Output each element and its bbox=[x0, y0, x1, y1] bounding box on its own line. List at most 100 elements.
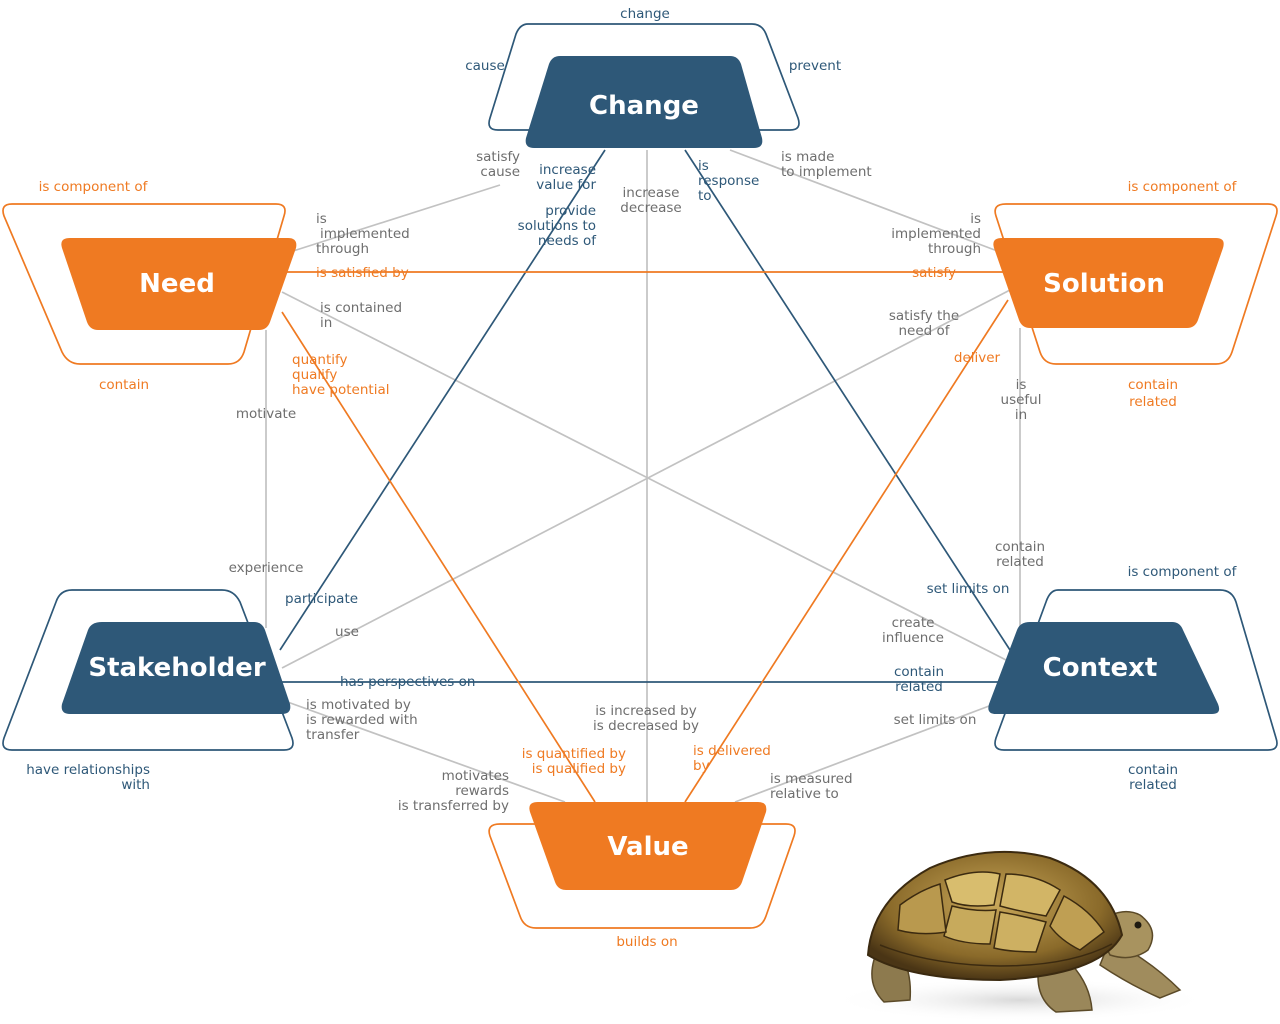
context-shape bbox=[988, 622, 1220, 714]
change-title: Change bbox=[589, 91, 699, 121]
link-change-need bbox=[289, 184, 501, 253]
rel-value-solution-1: is delivered bbox=[693, 743, 771, 759]
rel-change-need-2: cause bbox=[480, 164, 520, 180]
need-title: Need bbox=[139, 269, 215, 299]
link-need-context bbox=[281, 291, 1011, 663]
rel-value-context-2: relative to bbox=[770, 786, 839, 802]
connection-lines bbox=[265, 149, 1021, 803]
rel-change-stakeholder-1: increase bbox=[539, 162, 596, 178]
node-stakeholder[interactable]: Stakeholder bbox=[61, 622, 291, 714]
change-self-right: prevent bbox=[789, 58, 841, 74]
rel-need-value-3: have potential bbox=[292, 382, 389, 398]
rel-context-need-2: influence bbox=[882, 630, 944, 646]
change-frame bbox=[488, 23, 800, 131]
node-context[interactable]: Context bbox=[988, 622, 1220, 714]
rel-stakeholder-solution-a-2: solutions to bbox=[518, 218, 596, 234]
rel-solution-value: deliver bbox=[954, 350, 1001, 366]
rel-context-value: set limits on bbox=[894, 712, 977, 728]
link-context-value bbox=[734, 699, 1006, 803]
rel-value-solution-2: by bbox=[693, 758, 710, 774]
rel-solution-change-2: implemented bbox=[891, 226, 981, 242]
node-frames bbox=[2, 23, 1278, 929]
value-title: Value bbox=[607, 832, 688, 862]
value-self-bottom: builds on bbox=[616, 934, 677, 950]
rel-value-stakeholder-2: rewards bbox=[455, 783, 509, 799]
context-title: Context bbox=[1043, 653, 1158, 683]
solution-self-top: is component of bbox=[1128, 179, 1238, 195]
rel-value-stakeholder-3: is transferred by bbox=[398, 798, 509, 814]
rel-change-stakeholder-2: value for bbox=[536, 177, 596, 193]
rel-stakeholder-solution-b: use bbox=[335, 624, 359, 640]
tortoise-image bbox=[830, 850, 1210, 1022]
rel-value-need-1: is quantified by bbox=[522, 746, 626, 762]
link-change-stakeholder bbox=[279, 149, 606, 651]
stakeholder-self-bottom-2: with bbox=[121, 777, 150, 793]
solution-shape bbox=[993, 238, 1224, 328]
rel-need-solution: is satisfied by bbox=[316, 265, 409, 281]
rel-solution-context-1: is bbox=[1016, 377, 1027, 393]
solution-title: Solution bbox=[1043, 269, 1165, 299]
rel-solution-stakeholder-1: satisfy the bbox=[889, 308, 959, 324]
rel-change-context-1: is bbox=[698, 158, 709, 174]
rel-change-need-1: satisfy bbox=[476, 149, 520, 165]
need-frame bbox=[2, 203, 286, 365]
node-change[interactable]: Change bbox=[525, 56, 763, 148]
need-self-top: is component of bbox=[39, 179, 149, 195]
node-solution[interactable]: Solution bbox=[993, 238, 1224, 328]
link-solution-stakeholder bbox=[281, 289, 1011, 669]
change-shape bbox=[525, 56, 763, 148]
link-solution-value bbox=[684, 299, 1009, 803]
rel-change-context-3: to bbox=[698, 188, 712, 204]
need-self-bottom: contain bbox=[99, 377, 149, 393]
rel-stakeholder-change: participate bbox=[285, 591, 358, 607]
rel-context-solution-2: related bbox=[996, 554, 1044, 570]
stakeholder-shape bbox=[61, 622, 291, 714]
rel-change-value-2: decrease bbox=[620, 200, 681, 216]
need-shape bbox=[61, 238, 297, 330]
rel-need-change-2: implemented bbox=[320, 226, 410, 242]
rel-value-stakeholder-1: motivates bbox=[442, 768, 509, 784]
link-need-value bbox=[281, 311, 596, 803]
rel-stakeholder-value-2: is rewarded with bbox=[306, 712, 418, 728]
link-stakeholder-value bbox=[281, 699, 566, 803]
rel-change-solution-1: is made bbox=[781, 149, 834, 165]
rel-need-change-1: is bbox=[316, 211, 327, 227]
context-frame bbox=[994, 589, 1278, 751]
rel-solution-stakeholder-2: need of bbox=[898, 323, 950, 339]
stakeholder-title: Stakeholder bbox=[88, 653, 265, 683]
rel-value-change-1: is increased by bbox=[595, 703, 696, 719]
value-shape bbox=[529, 802, 767, 890]
rel-value-change-2: is decreased by bbox=[593, 718, 699, 734]
rel-stakeholder-solution-a-3: needs of bbox=[538, 233, 597, 249]
rel-stakeholder-need: experience bbox=[229, 560, 304, 576]
link-change-solution bbox=[729, 149, 1001, 253]
rel-context-change: set limits on bbox=[927, 581, 1010, 597]
solution-self-bottom-1: contain bbox=[1128, 377, 1178, 393]
stakeholder-frame bbox=[2, 589, 294, 751]
rel-stakeholder-context: has perspectives on bbox=[340, 674, 475, 690]
value-frame bbox=[488, 823, 796, 929]
rel-need-context-2: in bbox=[320, 315, 332, 331]
node-need[interactable]: Need bbox=[61, 238, 297, 330]
context-self-top: is component of bbox=[1128, 564, 1238, 580]
rel-change-context-2: response bbox=[698, 173, 759, 189]
rel-need-stakeholder: motivate bbox=[236, 406, 296, 422]
context-self-bottom-1: contain bbox=[1128, 762, 1178, 778]
node-value[interactable]: Value bbox=[529, 802, 767, 890]
rel-need-value-1: quantify bbox=[292, 352, 348, 368]
rel-need-value-2: qualify bbox=[292, 367, 337, 383]
rel-solution-context-3: in bbox=[1015, 407, 1027, 423]
link-change-context bbox=[684, 149, 1011, 651]
rel-solution-change-3: through bbox=[928, 241, 981, 257]
rel-solution-change-1: is bbox=[970, 211, 981, 227]
rel-change-value-1: increase bbox=[623, 185, 680, 201]
rel-stakeholder-value-3: transfer bbox=[306, 727, 360, 743]
relation-labels: satisfy cause is implemented through inc… bbox=[229, 149, 1045, 814]
stakeholder-self-bottom-1: have relationships bbox=[26, 762, 150, 778]
rel-stakeholder-value-1: is motivated by bbox=[306, 697, 411, 713]
rel-solution-context-2: useful bbox=[1001, 392, 1042, 408]
change-self-left: cause bbox=[465, 58, 505, 74]
rel-stakeholder-solution-a-1: provide bbox=[545, 203, 596, 219]
rel-change-solution-2: to implement bbox=[781, 164, 872, 180]
